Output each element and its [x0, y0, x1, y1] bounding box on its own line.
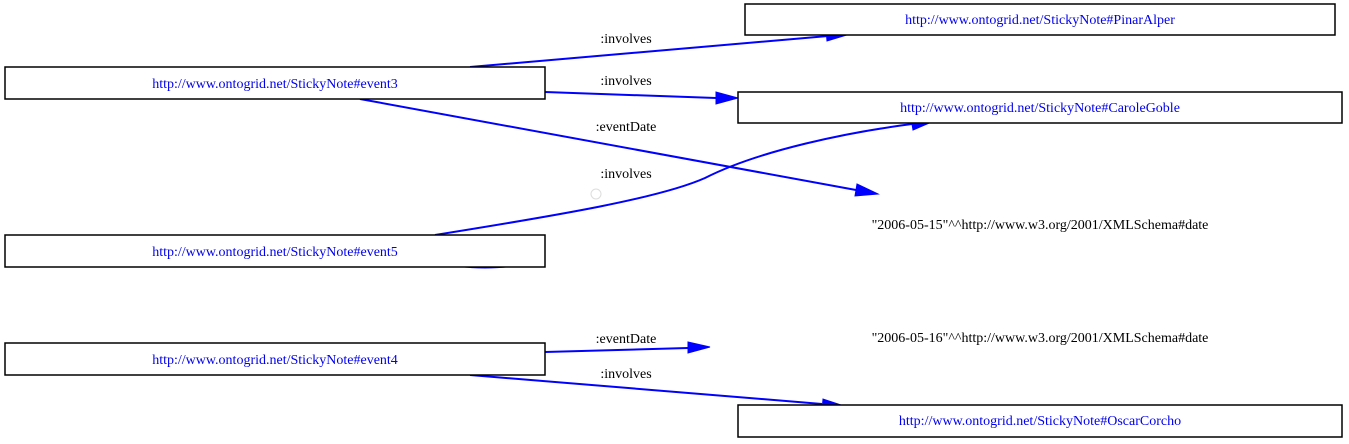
literal-date-2006-05-16: "2006-05-16"^^http://www.w3.org/2001/XML…: [872, 331, 1209, 346]
edge-label: :involves: [600, 32, 651, 47]
edge-label: :involves: [600, 167, 651, 182]
node-box: [4, 66, 546, 100]
node-event4-link[interactable]: http://www.ontogrid.net/StickyNote#event…: [152, 353, 398, 368]
node-box: [4, 234, 546, 268]
literal-date-2006-05-15: "2006-05-15"^^http://www.w3.org/2001/XML…: [872, 218, 1209, 233]
edge-event3-eventdate-date1: :eventDate: [359, 98, 880, 197]
node-pinar-alper-link[interactable]: http://www.ontogrid.net/StickyNote#Pinar…: [905, 13, 1175, 28]
node-box: [4, 342, 546, 376]
edge-label: :involves: [600, 74, 651, 89]
node-box: [744, 3, 1336, 36]
node-event3-link[interactable]: http://www.ontogrid.net/StickyNote#event…: [152, 77, 398, 92]
node-pinar-alper[interactable]: http://www.ontogrid.net/StickyNote#Pinar…: [744, 3, 1336, 36]
edge-label: :eventDate: [596, 332, 657, 347]
edge-event4-eventdate-date2: :eventDate: [544, 332, 711, 354]
node-event5[interactable]: http://www.ontogrid.net/StickyNote#event…: [4, 234, 546, 268]
node-oscar-corcho[interactable]: http://www.ontogrid.net/StickyNote#Oscar…: [737, 404, 1343, 438]
node-event4[interactable]: http://www.ontogrid.net/StickyNote#event…: [4, 342, 546, 376]
edge-label: :involves: [600, 367, 651, 382]
node-carole-goble[interactable]: http://www.ontogrid.net/StickyNote#Carol…: [737, 91, 1343, 124]
edge-handle: [590, 188, 602, 200]
node-event5-link[interactable]: http://www.ontogrid.net/StickyNote#event…: [152, 245, 398, 260]
node-box: [737, 91, 1343, 124]
node-event3[interactable]: http://www.ontogrid.net/StickyNote#event…: [4, 66, 546, 100]
node-oscar-corcho-link[interactable]: http://www.ontogrid.net/StickyNote#Oscar…: [899, 414, 1181, 429]
edge-label: :eventDate: [596, 120, 657, 135]
node-box: [737, 404, 1343, 438]
node-carole-goble-link[interactable]: http://www.ontogrid.net/StickyNote#Carol…: [900, 101, 1180, 116]
edge-event3-involves-carole: :involves: [544, 74, 740, 105]
